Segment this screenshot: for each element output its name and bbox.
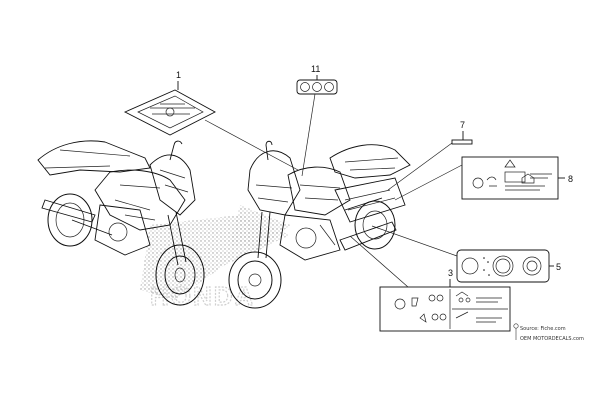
svg-text:OEM MOTORDECALS.com: OEM MOTORDECALS.com <box>520 336 584 342</box>
svg-text:5: 5 <box>556 262 561 272</box>
diamond-emblem-decal <box>123 89 216 136</box>
gauge-decal <box>456 249 550 283</box>
round-icons-decal <box>296 79 338 95</box>
ground-shadow <box>140 205 290 300</box>
callout-8: 8 <box>394 156 573 201</box>
motorcycle-left <box>37 140 205 306</box>
svg-text:Source: Fiche.com: Source: Fiche.com <box>520 326 566 332</box>
callout-7: 7 <box>387 120 473 191</box>
source-credit: Source: Fiche.com OEM MOTORDECALS.com <box>513 323 584 342</box>
strip-decal <box>451 139 473 145</box>
svg-text:7: 7 <box>460 120 465 130</box>
motorcycle-right <box>228 140 411 309</box>
callout-5: 5 <box>371 225 561 283</box>
callout-1: 1 <box>123 70 299 171</box>
callout-3: 3 <box>349 235 511 332</box>
svg-text:3: 3 <box>448 268 453 278</box>
callout-11: 11 <box>296 64 338 177</box>
svg-text:1: 1 <box>176 70 181 80</box>
svg-text:11: 11 <box>311 64 320 74</box>
svg-text:8: 8 <box>568 174 573 184</box>
